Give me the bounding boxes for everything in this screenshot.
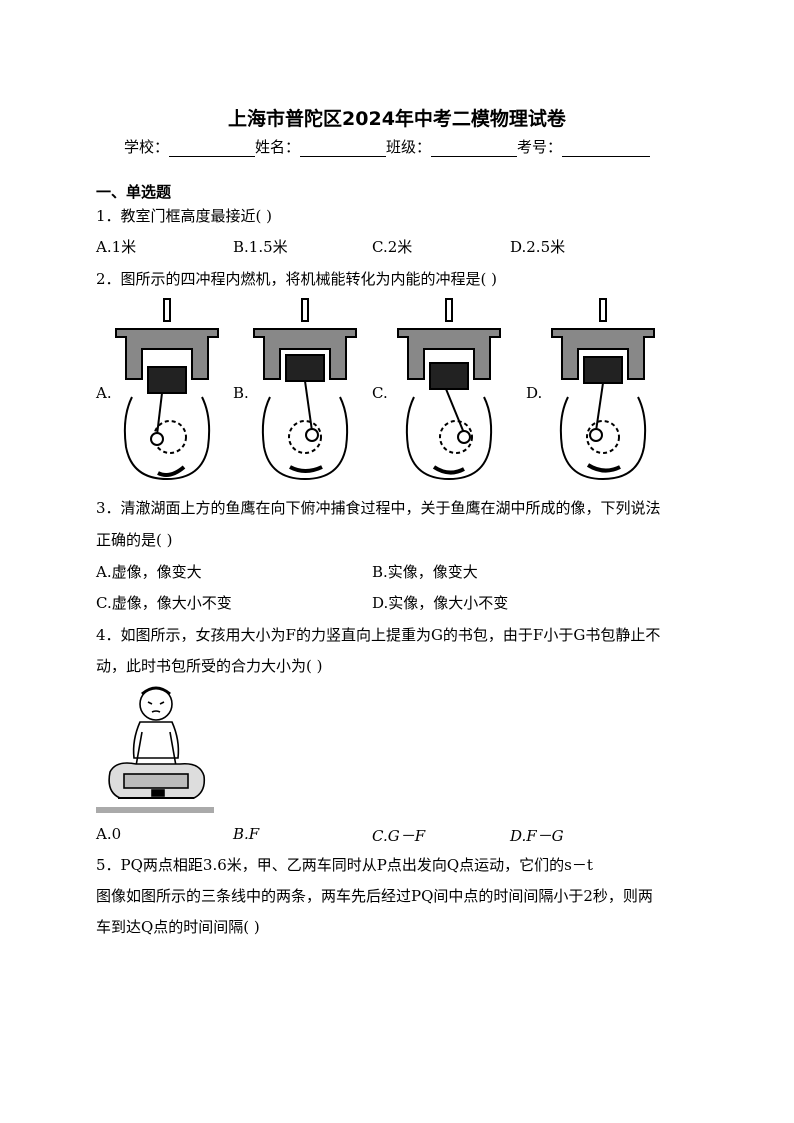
- class-blank[interactable]: [431, 142, 518, 157]
- q2-option-b[interactable]: B.: [233, 384, 249, 402]
- q1-option-a[interactable]: A.1米: [96, 238, 137, 256]
- question-4-stem-line2: 动，此时书包所受的合力大小为( ): [96, 657, 323, 675]
- q4-option-a[interactable]: A.0: [96, 825, 122, 843]
- q2-option-c[interactable]: C.: [372, 384, 388, 402]
- q3-option-b[interactable]: B.实像，像变大: [372, 563, 478, 581]
- engine-diagram-b: [253, 298, 357, 481]
- question-3-stem-line1: 3．清澈湖面上方的鱼鹰在向下俯冲捕食过程中，关于鱼鹰在湖中所成的像，下列说法: [96, 499, 661, 517]
- engine-diagram-c: [397, 298, 501, 481]
- engine-diagram-d: [551, 298, 655, 481]
- q4-option-b[interactable]: B.F: [233, 825, 260, 843]
- q4-option-d[interactable]: D.F－G: [510, 827, 564, 845]
- q2-option-d[interactable]: D.: [526, 384, 543, 402]
- girl-lifting-bag-illustration: [96, 686, 214, 813]
- question-5-stem-line2: 图像如图所示的三条线中的两条，两车先后经过PQ间中点的时间间隔小于2秒，则两: [96, 887, 653, 905]
- section-heading: 一、单选题: [96, 183, 172, 201]
- school-label: 学校：: [124, 138, 170, 156]
- q1-option-b[interactable]: B.1.5米: [233, 238, 288, 256]
- number-label: 考号：: [517, 138, 563, 156]
- school-blank[interactable]: [169, 142, 256, 157]
- q2-option-a[interactable]: A.: [96, 384, 112, 402]
- class-label: 班级：: [386, 138, 432, 156]
- page-title: 上海市普陀区2024年中考二模物理试卷: [228, 108, 566, 130]
- ground-bar: [96, 807, 214, 813]
- student-info: 学校： 姓名： 班级： 考号：: [124, 136, 651, 157]
- question-4-stem-line1: 4．如图所示，女孩用大小为F的力竖直向上提重为G的书包，由于F小于G书包静止不: [96, 626, 661, 644]
- q1-option-c[interactable]: C.2米: [372, 238, 413, 256]
- question-2-stem: 2．图所示的四冲程内燃机，将机械能转化为内能的冲程是( ): [96, 270, 498, 288]
- number-blank[interactable]: [562, 142, 651, 157]
- q4-option-c[interactable]: C.G－F: [372, 827, 426, 845]
- q1-option-d[interactable]: D.2.5米: [510, 238, 566, 256]
- q3-option-d[interactable]: D.实像，像大小不变: [372, 594, 509, 612]
- question-1-stem: 1．教室门框高度最接近( ): [96, 207, 273, 225]
- name-label: 姓名：: [255, 138, 301, 156]
- question-5-stem-line3: 车到达Q点的时间间隔( ): [96, 918, 260, 936]
- q3-option-a[interactable]: A.虚像，像变大: [96, 563, 202, 581]
- engine-a-body: [115, 298, 219, 481]
- q3-option-c[interactable]: C.虚像，像大小不变: [96, 594, 232, 612]
- name-blank[interactable]: [300, 142, 387, 157]
- question-3-stem-line2: 正确的是( ): [96, 531, 173, 549]
- engine-diagram-a: [115, 298, 219, 481]
- question-5-stem-line1: 5．PQ两点相距3.6米，甲、乙两车同时从P点出发向Q点运动，它们的s－t: [96, 856, 593, 874]
